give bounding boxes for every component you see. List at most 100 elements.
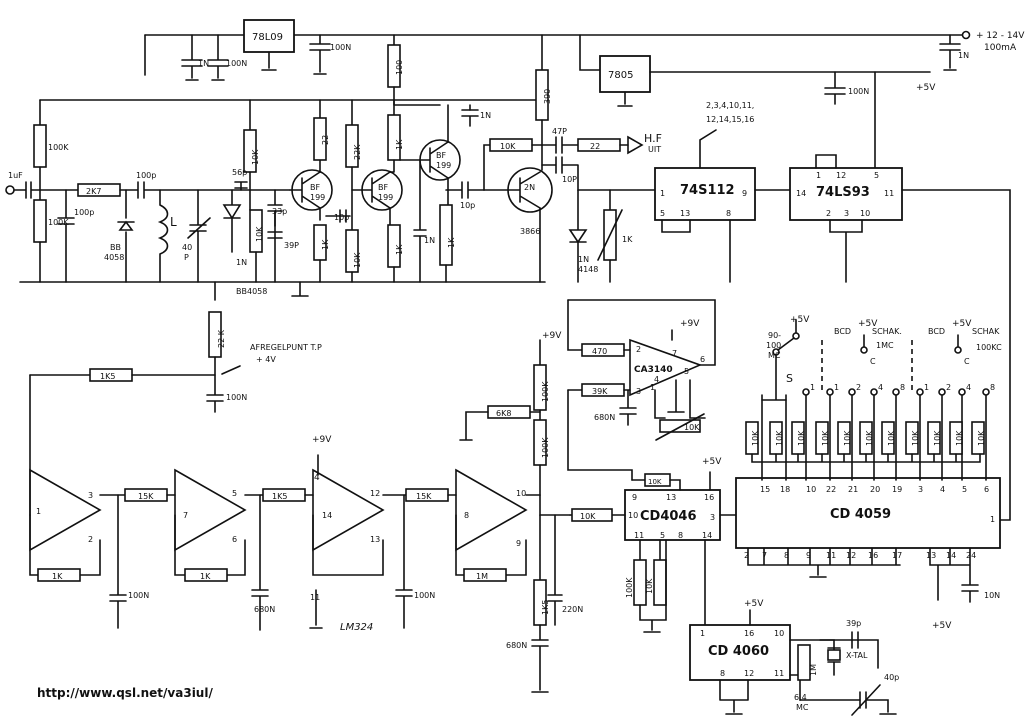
svg-text:11: 11 <box>634 531 644 540</box>
svg-text:5: 5 <box>962 485 967 494</box>
svg-text:6: 6 <box>232 535 237 544</box>
c-100n-tp-label: 100N <box>226 393 247 402</box>
source-url[interactable]: http://www.qsl.net/va3iul/ <box>37 686 213 700</box>
ic-74ls93 <box>789 154 1011 521</box>
r-100k-e-label: 100K <box>625 577 634 598</box>
svg-text:5: 5 <box>660 531 665 540</box>
svg-text:4: 4 <box>878 383 883 392</box>
svg-text:8: 8 <box>720 669 725 678</box>
osc-label: CD 4060 <box>708 644 769 659</box>
svg-text:10: 10 <box>628 511 638 520</box>
pll-label: CD4046 <box>640 509 697 524</box>
svg-text:10: 10 <box>806 485 816 494</box>
svg-text:4: 4 <box>654 375 659 384</box>
svg-text:10K: 10K <box>775 430 784 446</box>
v5-a-label: +5V <box>702 457 722 467</box>
t3-label-a: BF <box>436 151 446 160</box>
svg-text:5: 5 <box>660 209 665 218</box>
svg-text:5: 5 <box>874 171 879 180</box>
div1-label: 74S112 <box>680 183 735 198</box>
vin-label: + 12 - 14V <box>976 31 1025 41</box>
r-1m-a-label: 1M <box>476 572 488 581</box>
svg-text:10K: 10K <box>887 430 896 446</box>
regulator-78l09 <box>243 19 295 71</box>
v9-num-label: 4 <box>314 473 320 483</box>
svg-text:10K: 10K <box>977 430 986 446</box>
opamp-ca3140 <box>567 299 716 481</box>
r-15k-a-label: 15K <box>138 492 154 501</box>
c-100p-b-label: 100p <box>136 171 156 180</box>
r-10k-f-label: 10K <box>580 512 596 521</box>
c-1n-top-label: 1N <box>958 51 969 60</box>
c-680n-b-label: 680N <box>254 605 275 614</box>
svg-text:3: 3 <box>636 387 641 396</box>
svg-text:12: 12 <box>744 669 754 678</box>
v9-a-label: +9V <box>680 319 700 329</box>
svg-text:2: 2 <box>636 345 641 354</box>
mc1-label: 1MC <box>876 341 894 350</box>
svg-text:8: 8 <box>678 531 683 540</box>
c-40p-unit-label: P <box>184 253 189 262</box>
t1-label-a: BF <box>310 183 320 192</box>
c-680n-c-label: 680N <box>506 641 527 650</box>
c-100p-a-label: 100p <box>74 208 94 217</box>
svg-text:8: 8 <box>900 383 905 392</box>
c-1n-b-label: 1N <box>424 236 435 245</box>
c-680n-a-label: 680N <box>594 413 615 422</box>
svg-text:7: 7 <box>183 511 188 520</box>
r-100k-d-label: 100K <box>541 437 550 458</box>
svg-text:2: 2 <box>946 383 951 392</box>
t4-label-b: 3866 <box>520 227 540 236</box>
svg-text:4: 4 <box>940 485 945 494</box>
regulator-7805 <box>579 34 931 171</box>
svg-text:10K: 10K <box>933 430 942 446</box>
v5-f-label: +5V <box>744 599 764 609</box>
svg-text:14: 14 <box>322 511 332 520</box>
svg-text:6: 6 <box>984 485 989 494</box>
r-22-b-label: 22 <box>590 142 600 151</box>
svg-text:10K: 10K <box>821 430 830 446</box>
svg-text:14: 14 <box>796 189 806 198</box>
c-100n-c-label: 100N <box>128 591 149 600</box>
svg-text:1: 1 <box>834 383 839 392</box>
r-1k-c-label: 1K <box>395 244 404 255</box>
svg-text:16: 16 <box>704 493 714 502</box>
c-1n-d-label: 1N <box>236 258 247 267</box>
svg-text:3: 3 <box>844 209 849 218</box>
svg-text:16: 16 <box>868 551 878 560</box>
svg-text:10: 10 <box>860 209 870 218</box>
opamp-label: CA3140 <box>634 365 673 375</box>
t2-label-b: 199 <box>378 193 393 202</box>
c-100n-d-label: 100N <box>414 591 435 600</box>
r-10k-b-label: 10K <box>353 252 362 268</box>
svg-text:8: 8 <box>990 383 995 392</box>
tp-label: AFREGELPUNT T.P <box>250 343 322 352</box>
c-39p-label: 39P <box>284 241 299 250</box>
schak1-label: SCHAK. <box>872 327 902 336</box>
r-1k5-c-label: 1K5 <box>541 600 550 615</box>
t2-label-a: BF <box>378 183 388 192</box>
svg-text:18: 18 <box>780 485 790 494</box>
tp-volt-label: + 4V <box>256 355 276 364</box>
svg-text:12: 12 <box>846 551 856 560</box>
r-22-a-label: 22 <box>321 135 330 145</box>
c-1n-top2-label: 1N <box>480 111 491 120</box>
svg-text:13: 13 <box>666 493 676 502</box>
schak2-label: SCHAK <box>972 327 1000 336</box>
svg-text:15: 15 <box>760 485 770 494</box>
gnd-rf <box>291 281 309 297</box>
c-33p-label: 33p <box>272 207 287 216</box>
r-470-label: 470 <box>592 347 607 356</box>
svg-text:1: 1 <box>700 629 705 638</box>
svg-text:7: 7 <box>672 349 677 358</box>
svg-text:2: 2 <box>856 383 861 392</box>
r-22k-b-label: 22 K <box>217 329 226 348</box>
v5-b-label: +5V <box>932 621 952 631</box>
ic-cd4046 <box>569 471 737 633</box>
quad-label: LM324 <box>340 622 373 633</box>
bcd-switch-bank <box>745 319 990 481</box>
r-1k5-b-label: 1K5 <box>272 492 287 501</box>
svg-text:22: 22 <box>826 485 836 494</box>
reg2-label: 7805 <box>608 70 633 81</box>
